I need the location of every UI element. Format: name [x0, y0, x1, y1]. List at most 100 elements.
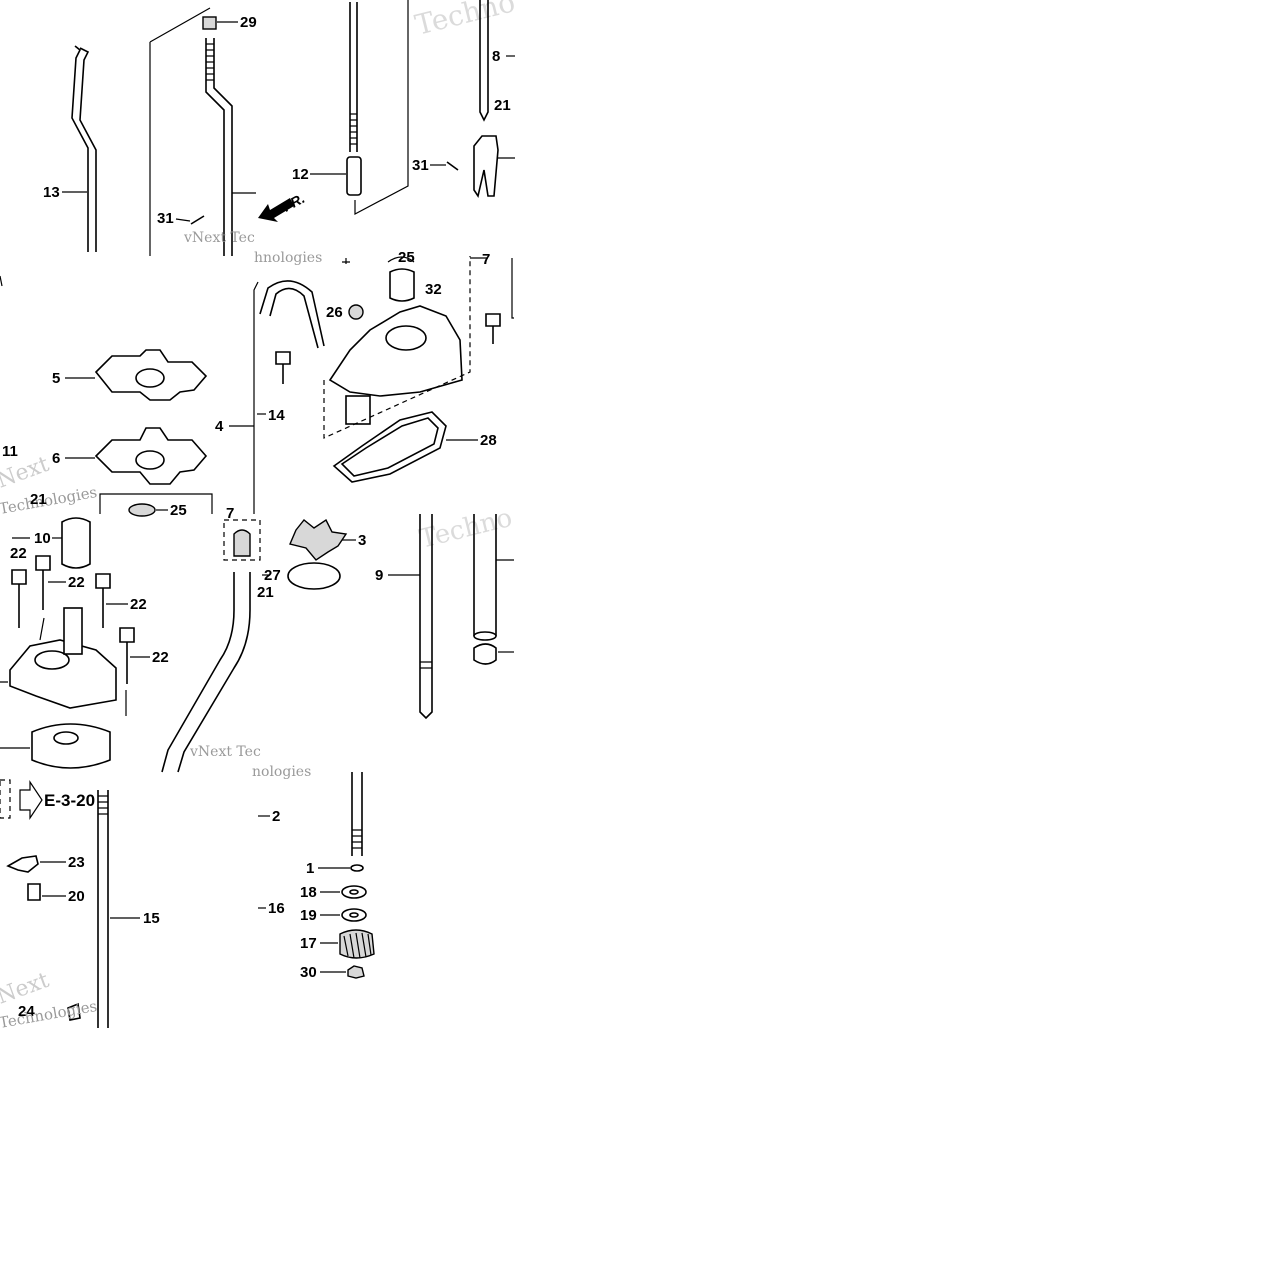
- callout-15: 15: [143, 910, 160, 927]
- callout-28: 28: [480, 432, 497, 449]
- page-reference[interactable]: E-3-20: [44, 791, 95, 810]
- callout-19: 19: [300, 907, 317, 924]
- callout-10: 10: [34, 530, 51, 547]
- callout-2: 2: [272, 808, 280, 825]
- bolt-part-20: [27, 883, 41, 901]
- panel-pump-base: 10 22 22 22 22: [0, 503, 515, 780]
- sleeve-part-12: [346, 156, 362, 196]
- threaded-rod: [205, 38, 225, 256]
- callout-17: 17: [300, 935, 317, 952]
- callout-27: 27: [264, 567, 281, 584]
- callout-31-left: 31: [157, 210, 174, 227]
- water-tube-part-edge: [177, 572, 251, 773]
- callout-7-left: 7: [226, 505, 234, 522]
- pump-base-bore: [34, 650, 70, 670]
- reference-arrow-icon: [19, 780, 43, 820]
- o-ring-part-27: [287, 562, 341, 590]
- callout-5: 5: [52, 370, 60, 387]
- plate-hole: [135, 368, 165, 388]
- shaft-part-9: [419, 514, 433, 720]
- thread-marks: [206, 43, 214, 81]
- spline-marks: [352, 829, 362, 849]
- pinion-shaft: [351, 772, 363, 856]
- bolt-part-22-c: [95, 573, 111, 628]
- shift-rod-part-13-edge: [71, 45, 89, 252]
- pump-base-part: [9, 639, 117, 709]
- shaft-groove: [420, 661, 432, 669]
- small-part: [387, 256, 415, 263]
- drive-shaft-part-15: [97, 790, 109, 1028]
- impeller-part-3: [289, 518, 348, 561]
- callout-21-low: 21: [257, 584, 274, 601]
- callout-25-right: 25: [398, 249, 415, 266]
- u-hose-part-edge: [259, 280, 325, 347]
- pin-part-31: [190, 215, 205, 225]
- nut-part-30: [347, 965, 365, 979]
- gasket-hole: [135, 450, 165, 470]
- pin-part-31: [446, 161, 459, 171]
- panel-drive-shaft: E-3-20 23 20 15 24 Next Technologies 2 1…: [0, 772, 375, 1032]
- bracket-line: [99, 493, 213, 514]
- bolt-head: [275, 351, 291, 365]
- bolt-head: [485, 313, 501, 327]
- callout-23: 23: [68, 854, 85, 871]
- panel-top: Techno 13 29 31 FR. vNext Tec hnologies: [43, 0, 518, 266]
- pump-housing-part: [328, 305, 463, 397]
- callout-25-left: 25: [170, 502, 187, 519]
- impeller-housing-ring: [31, 723, 111, 769]
- pump-housing-neck: [345, 395, 371, 425]
- callout-3: 3: [358, 532, 366, 549]
- callout-9: 9: [375, 567, 383, 584]
- tube-part: [473, 514, 497, 636]
- edge-mark: [0, 275, 3, 287]
- bracket-line: [354, 0, 409, 215]
- leader-line: [0, 617, 127, 749]
- circlip-part-1: [350, 864, 364, 872]
- shift-rod-part-13: [79, 47, 97, 252]
- callout-22-a: 22: [10, 545, 27, 562]
- callout-32: 32: [425, 281, 442, 298]
- callout-7-right: 7: [482, 251, 490, 268]
- tube-end: [473, 631, 497, 641]
- dashed-box: [223, 519, 261, 561]
- liner-part-10: [61, 517, 91, 569]
- part-24: [67, 1002, 81, 1021]
- ring-bore: [53, 731, 79, 745]
- bolt-part-22-b: [35, 555, 51, 610]
- panel-water-pump: 5 6 11 Next Technologies 21 25 7 4 14: [0, 249, 514, 522]
- callout-6: 6: [52, 450, 60, 467]
- watermark-text: hnologies: [254, 250, 322, 266]
- nut-part-29: [202, 16, 217, 30]
- callout-22-c: 22: [130, 596, 147, 613]
- callout-14: 14: [268, 407, 285, 424]
- callout-11: 11: [2, 443, 18, 460]
- water-tube-part: [161, 572, 235, 773]
- bracket-dashed: [323, 256, 471, 439]
- clip-part: [473, 135, 499, 198]
- long-rod: [349, 2, 358, 152]
- callout-18: 18: [300, 884, 317, 901]
- watermark-text: vNext Tec: [189, 744, 261, 760]
- watermark-text: vNext Tec: [183, 230, 255, 246]
- callout-26: 26: [326, 304, 343, 321]
- washer-hole: [349, 912, 359, 918]
- callout-31-right: 31: [412, 157, 429, 174]
- washer-hole: [349, 889, 359, 895]
- thread-marks: [350, 113, 357, 145]
- bracket-line: [253, 281, 259, 514]
- collar-part-32: [389, 268, 415, 302]
- spline-marks: [98, 795, 108, 815]
- callout-30: 30: [300, 964, 317, 981]
- gear-teeth: [343, 932, 372, 959]
- bolt-part-22-a: [11, 569, 27, 628]
- tube-cap: [473, 643, 497, 665]
- callout-24: 24: [18, 1003, 35, 1020]
- rod-part-8: [479, 0, 489, 122]
- callout-22-b: 22: [68, 574, 85, 591]
- front-arrow-icon: [258, 198, 294, 222]
- small-part: [342, 258, 350, 264]
- watermark-text: nologies: [252, 764, 311, 780]
- callout-8: 8: [492, 48, 500, 65]
